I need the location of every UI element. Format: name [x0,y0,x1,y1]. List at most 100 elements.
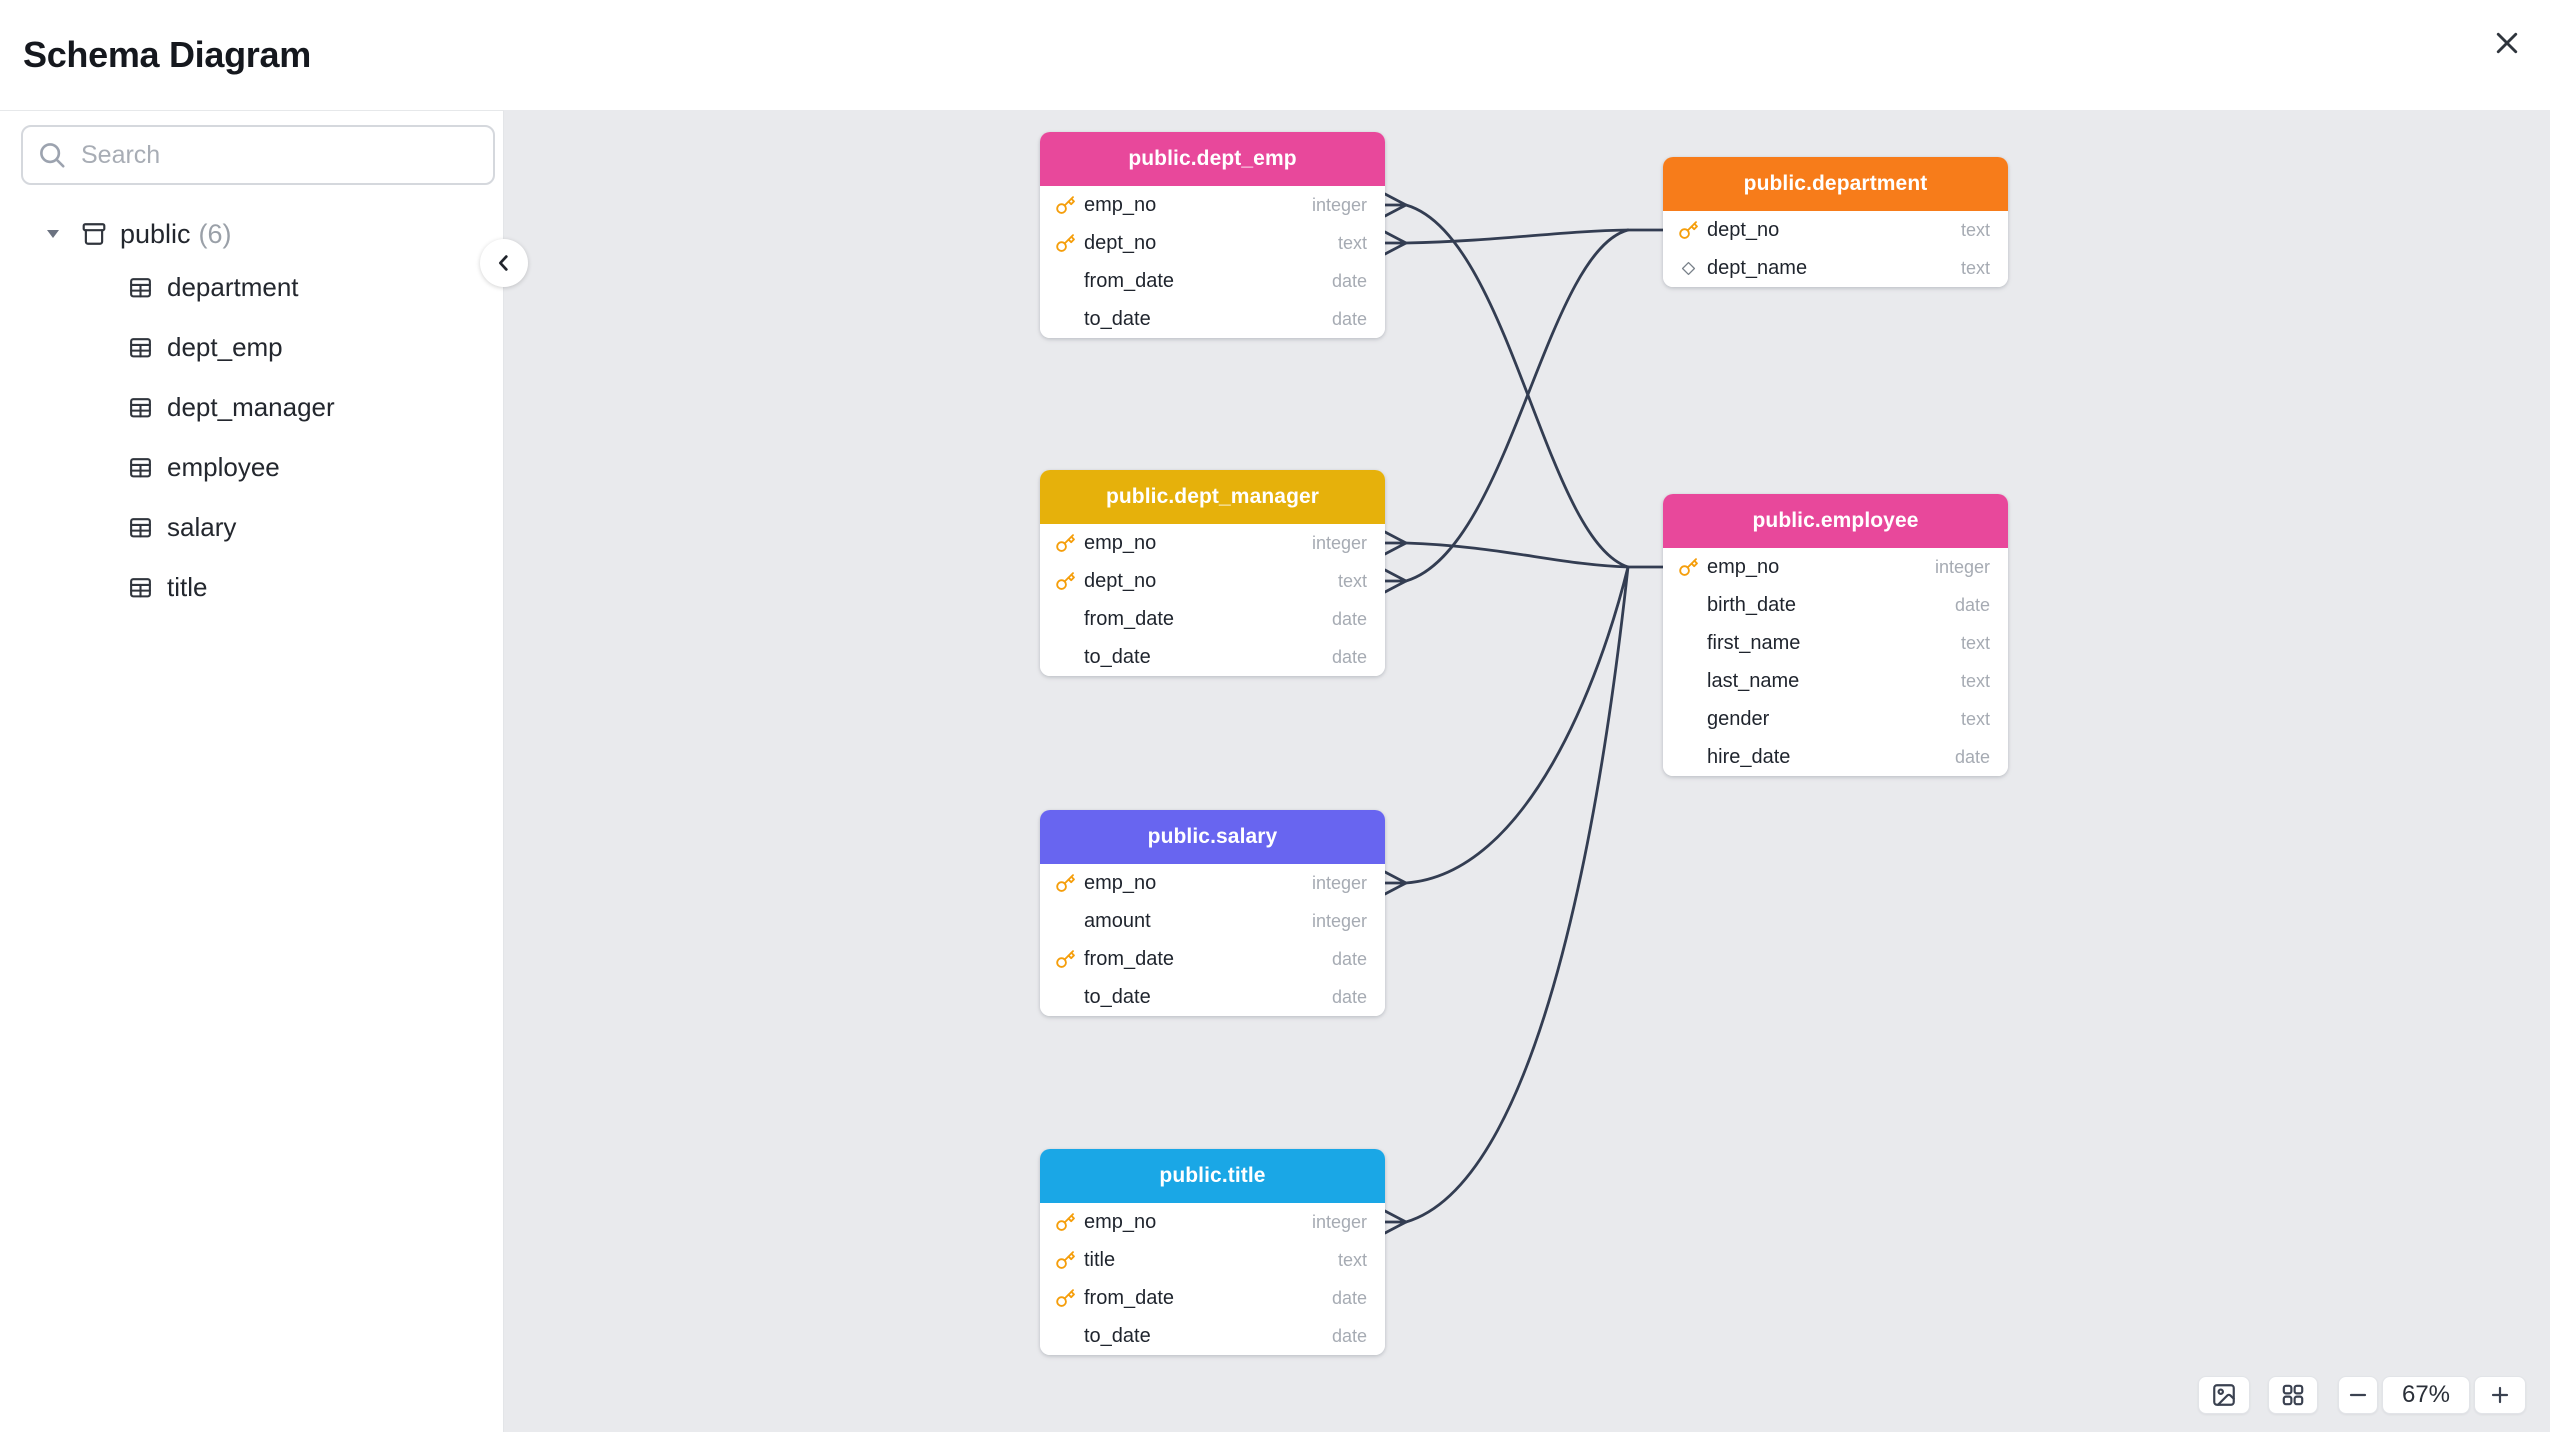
column-name: dept_no [1084,569,1157,592]
column-row-emp_no: emp_no integer [1040,186,1385,224]
column-row-emp_no: emp_no integer [1040,1203,1385,1241]
table-node-title: public.employee [1752,509,1919,532]
primary-key-icon [1054,532,1077,554]
grid-icon [2280,1382,2306,1408]
unique-diamond-icon [1677,257,1700,279]
column-name: dept_name [1707,256,1808,279]
sidebar: public (6) departmentdept_empdept_manage… [0,110,504,1432]
table-node-header[interactable]: public.dept_emp [1040,132,1385,186]
sidebar-item-employee[interactable]: employee [0,437,503,497]
column-name: emp_no [1084,193,1157,216]
column-type: integer [1311,532,1367,553]
sidebar-item-title[interactable]: title [0,557,503,617]
column-type: text [1960,257,1990,278]
search-input[interactable] [21,125,495,185]
sidebar-item-dept_manager[interactable]: dept_manager [0,377,503,437]
column-row-from_date: from_date date [1040,262,1385,300]
column-type: date [1331,270,1367,291]
column-type: date [1331,1287,1367,1308]
column-name: dept_no [1084,231,1157,254]
table-node-title: public.department [1743,172,1928,195]
column-name: emp_no [1707,555,1780,578]
sidebar-item-department[interactable]: department [0,257,503,317]
primary-key-icon [1677,219,1700,241]
chevron-left-icon [493,252,515,274]
table-node-title: public.title [1159,1164,1266,1187]
primary-key-icon [1054,232,1077,254]
export-image-button[interactable] [2198,1376,2250,1414]
table-node-title: public.salary [1147,825,1278,848]
no-key-spacer [1677,632,1700,654]
column-name: birth_date [1707,593,1796,616]
column-type: integer [1311,1211,1367,1232]
column-name: to_date [1084,645,1151,668]
zoom-in-button[interactable] [2474,1376,2526,1414]
table-name-label: salary [167,511,237,542]
caret-down-icon[interactable] [45,228,61,240]
table-node-header[interactable]: public.salary [1040,810,1385,864]
zoom-out-button[interactable] [2338,1376,2378,1414]
table-node-header[interactable]: public.dept_manager [1040,470,1385,524]
column-row-to_date: to_date date [1040,978,1385,1016]
auto-layout-button[interactable] [2268,1376,2318,1414]
column-name: emp_no [1084,1210,1157,1233]
search-icon [40,143,65,168]
sidebar-item-salary[interactable]: salary [0,497,503,557]
column-name: to_date [1084,1324,1151,1347]
primary-key-icon [1054,1249,1077,1271]
column-type: integer [1311,194,1367,215]
table-name-label: title [167,571,208,602]
column-name: title [1084,1248,1116,1271]
column-type: date [1331,986,1367,1007]
primary-key-icon [1054,948,1077,970]
table-icon [128,455,153,480]
column-type: date [1954,594,1990,615]
column-type: integer [1934,556,1990,577]
no-key-spacer [1677,746,1700,768]
table-icon [128,395,153,420]
sidebar-collapse-button[interactable] [480,239,528,287]
column-name: to_date [1084,985,1151,1008]
no-key-spacer [1677,670,1700,692]
search-box [21,125,495,185]
table-node-header[interactable]: public.department [1663,157,2008,211]
column-name: from_date [1084,607,1175,630]
sidebar-schema-public[interactable]: public (6) [0,211,503,257]
column-type: text [1337,1249,1367,1270]
table-node-header[interactable]: public.title [1040,1149,1385,1203]
close-button[interactable] [2485,21,2529,65]
no-key-spacer [1677,708,1700,730]
no-key-spacer [1054,910,1077,932]
column-name: last_name [1707,669,1800,692]
column-row-birth_date: birth_date date [1663,586,2008,624]
sidebar-item-dept_emp[interactable]: dept_emp [0,317,503,377]
column-type: date [1954,746,1990,767]
column-row-title: title text [1040,1241,1385,1279]
primary-key-icon [1054,194,1077,216]
column-name: hire_date [1707,745,1791,768]
table-node-header[interactable]: public.employee [1663,494,2008,548]
column-name: from_date [1084,269,1175,292]
primary-key-icon [1054,872,1077,894]
table-icon [128,575,153,600]
column-row-hire_date: hire_date date [1663,738,2008,776]
